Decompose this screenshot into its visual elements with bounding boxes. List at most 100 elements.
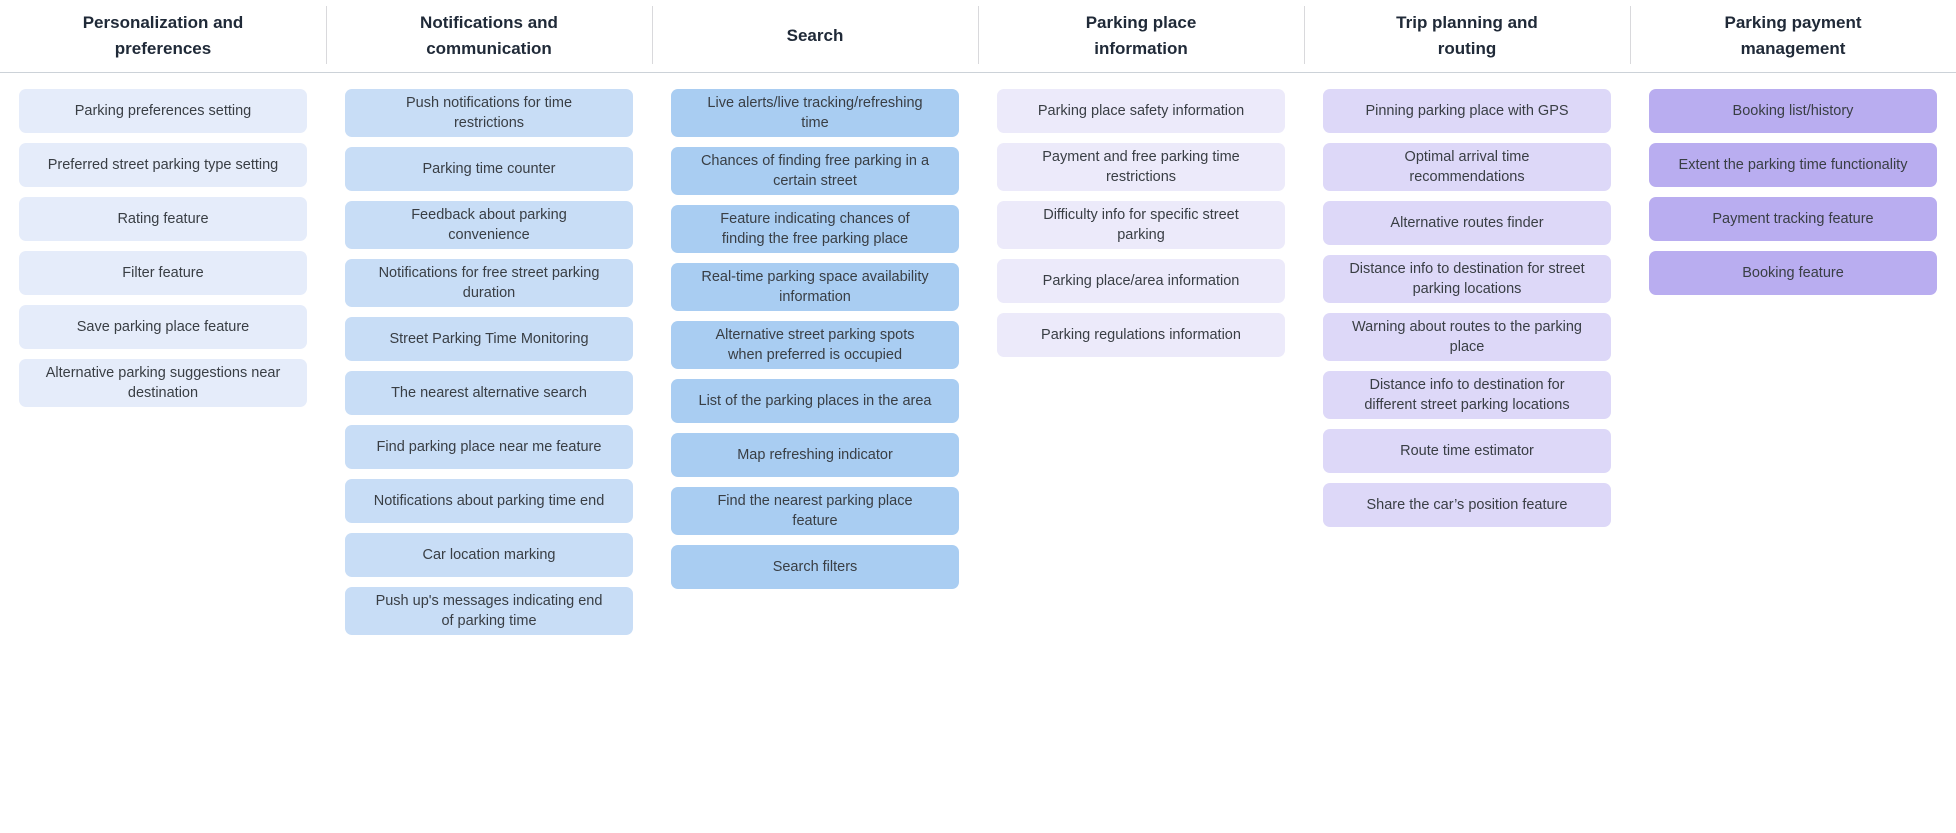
- card[interactable]: Parking time counter: [345, 147, 633, 191]
- card[interactable]: Payment tracking feature: [1649, 197, 1937, 241]
- card-label: Chances of finding free parking in a cer…: [700, 153, 930, 189]
- card[interactable]: Filter feature: [19, 251, 307, 295]
- card[interactable]: Map refreshing indicator: [671, 433, 959, 477]
- card-label: Push notifications for time restrictions: [405, 95, 573, 131]
- card-label: Route time estimator: [1400, 443, 1534, 459]
- column-title: Parking place information: [1085, 13, 1197, 58]
- column-header-5: Trip planning and routing: [1304, 0, 1630, 72]
- column-5: Pinning parking place with GPS Optimal ar…: [1304, 89, 1630, 527]
- card[interactable]: Warning about routes to the parking plac…: [1323, 313, 1611, 361]
- card-label: List of the parking places in the area: [698, 393, 932, 409]
- card[interactable]: Share the car’s position feature: [1323, 483, 1611, 527]
- card-label: Booking list/history: [1732, 103, 1854, 119]
- card-label: Alternative routes finder: [1390, 215, 1544, 231]
- card[interactable]: Preferred street parking type setting: [19, 143, 307, 187]
- card-label: Warning about routes to the parking plac…: [1352, 319, 1582, 355]
- card[interactable]: Notifications about parking time end: [345, 479, 633, 523]
- card-label: Real-time parking space availability inf…: [701, 269, 929, 305]
- card[interactable]: Parking preferences setting: [19, 89, 307, 133]
- card-label: Feature indicating chances of finding th…: [720, 211, 910, 247]
- card-label: Parking time counter: [422, 161, 556, 177]
- card-label: Live alerts/live tracking/refreshing tim…: [707, 95, 923, 131]
- card-label: Booking feature: [1742, 265, 1844, 281]
- card-label: Parking place/area information: [1042, 273, 1240, 289]
- card-label: Share the car’s position feature: [1366, 497, 1568, 513]
- card[interactable]: Notifications for free street parking du…: [345, 259, 633, 307]
- card[interactable]: Feedback about parking convenience: [345, 201, 633, 249]
- column-header-2: Notifications and communication: [326, 0, 652, 72]
- card[interactable]: Parking place/area information: [997, 259, 1285, 303]
- card-label: Car location marking: [422, 547, 556, 563]
- column-title: Trip planning and routing: [1396, 13, 1538, 58]
- card-label: Map refreshing indicator: [737, 447, 893, 463]
- column-header-6: Parking payment management: [1630, 0, 1956, 72]
- card-label: Pinning parking place with GPS: [1365, 103, 1569, 119]
- card[interactable]: Pinning parking place with GPS: [1323, 89, 1611, 133]
- card[interactable]: Find parking place near me feature: [345, 425, 633, 469]
- card-label: Payment tracking feature: [1712, 211, 1874, 227]
- card[interactable]: Chances of finding free parking in a cer…: [671, 147, 959, 195]
- card[interactable]: Booking feature: [1649, 251, 1937, 295]
- card-label: Alternative street parking spots when pr…: [715, 327, 915, 363]
- card-label: Search filters: [772, 559, 858, 575]
- card[interactable]: Booking list/history: [1649, 89, 1937, 133]
- card[interactable]: Find the nearest parking place feature: [671, 487, 959, 535]
- card[interactable]: Street Parking Time Monitoring: [345, 317, 633, 361]
- card-label: Parking regulations information: [1041, 327, 1241, 343]
- card[interactable]: Difficulty info for specific street park…: [997, 201, 1285, 249]
- card[interactable]: Distance info to destination for differe…: [1323, 371, 1611, 419]
- card[interactable]: Real-time parking space availability inf…: [671, 263, 959, 311]
- column-title: Search: [786, 26, 844, 45]
- card-label: Difficulty info for specific street park…: [1043, 207, 1239, 243]
- card[interactable]: Push notifications for time restrictions: [345, 89, 633, 137]
- card[interactable]: Distance info to destination for street …: [1323, 255, 1611, 303]
- card-label: Distance info to destination for differe…: [1364, 377, 1570, 413]
- card[interactable]: Search filters: [671, 545, 959, 589]
- card-label: Parking place safety information: [1037, 103, 1245, 119]
- card-label: Parking preferences setting: [74, 103, 252, 119]
- card[interactable]: Extent the parking time functionality: [1649, 143, 1937, 187]
- card-label: Preferred street parking type setting: [47, 157, 279, 173]
- card[interactable]: Feature indicating chances of finding th…: [671, 205, 959, 253]
- card[interactable]: Route time estimator: [1323, 429, 1611, 473]
- card[interactable]: Parking regulations information: [997, 313, 1285, 357]
- card-label: Distance info to destination for street …: [1349, 261, 1585, 297]
- column-header-3: Search: [652, 0, 978, 72]
- column-2: Push notifications for time restrictions…: [326, 89, 652, 635]
- card-label: Street Parking Time Monitoring: [389, 331, 589, 347]
- card-label: Alternative parking suggestions near des…: [45, 365, 281, 401]
- card-label: Filter feature: [122, 265, 204, 281]
- card-label: Notifications for free street parking du…: [378, 265, 600, 301]
- card[interactable]: Parking place safety information: [997, 89, 1285, 133]
- column-title: Notifications and communication: [420, 13, 558, 58]
- column-title: Personalization and preferences: [82, 13, 244, 58]
- card-label: Payment and free parking time restrictio…: [1042, 149, 1240, 185]
- card[interactable]: Optimal arrival time recommendations: [1323, 143, 1611, 191]
- header-rule: [0, 72, 1956, 73]
- column-header-1: Personalization and preferences: [0, 0, 326, 72]
- card[interactable]: Live alerts/live tracking/refreshing tim…: [671, 89, 959, 137]
- card[interactable]: Save parking place feature: [19, 305, 307, 349]
- card-label: Notifications about parking time end: [373, 493, 605, 509]
- card[interactable]: The nearest alternative search: [345, 371, 633, 415]
- card[interactable]: Alternative street parking spots when pr…: [671, 321, 959, 369]
- card-label: Find the nearest parking place feature: [717, 493, 913, 529]
- column-title: Parking payment management: [1724, 13, 1862, 58]
- card[interactable]: Alternative routes finder: [1323, 201, 1611, 245]
- card[interactable]: Push up's messages indicating end of par…: [345, 587, 633, 635]
- card-label: Find parking place near me feature: [376, 439, 602, 455]
- card-label: Feedback about parking convenience: [411, 207, 567, 243]
- card-label: Optimal arrival time recommendations: [1404, 149, 1530, 185]
- header-row: Personalization and preferences Notificat…: [0, 0, 1956, 72]
- card-label: Extent the parking time functionality: [1678, 157, 1908, 173]
- card[interactable]: Payment and free parking time restrictio…: [997, 143, 1285, 191]
- card[interactable]: Alternative parking suggestions near des…: [19, 359, 307, 407]
- column-header-4: Parking place information: [978, 0, 1304, 72]
- card[interactable]: Rating feature: [19, 197, 307, 241]
- card[interactable]: Car location marking: [345, 533, 633, 577]
- card[interactable]: List of the parking places in the area: [671, 379, 959, 423]
- card-label: Rating feature: [117, 211, 209, 227]
